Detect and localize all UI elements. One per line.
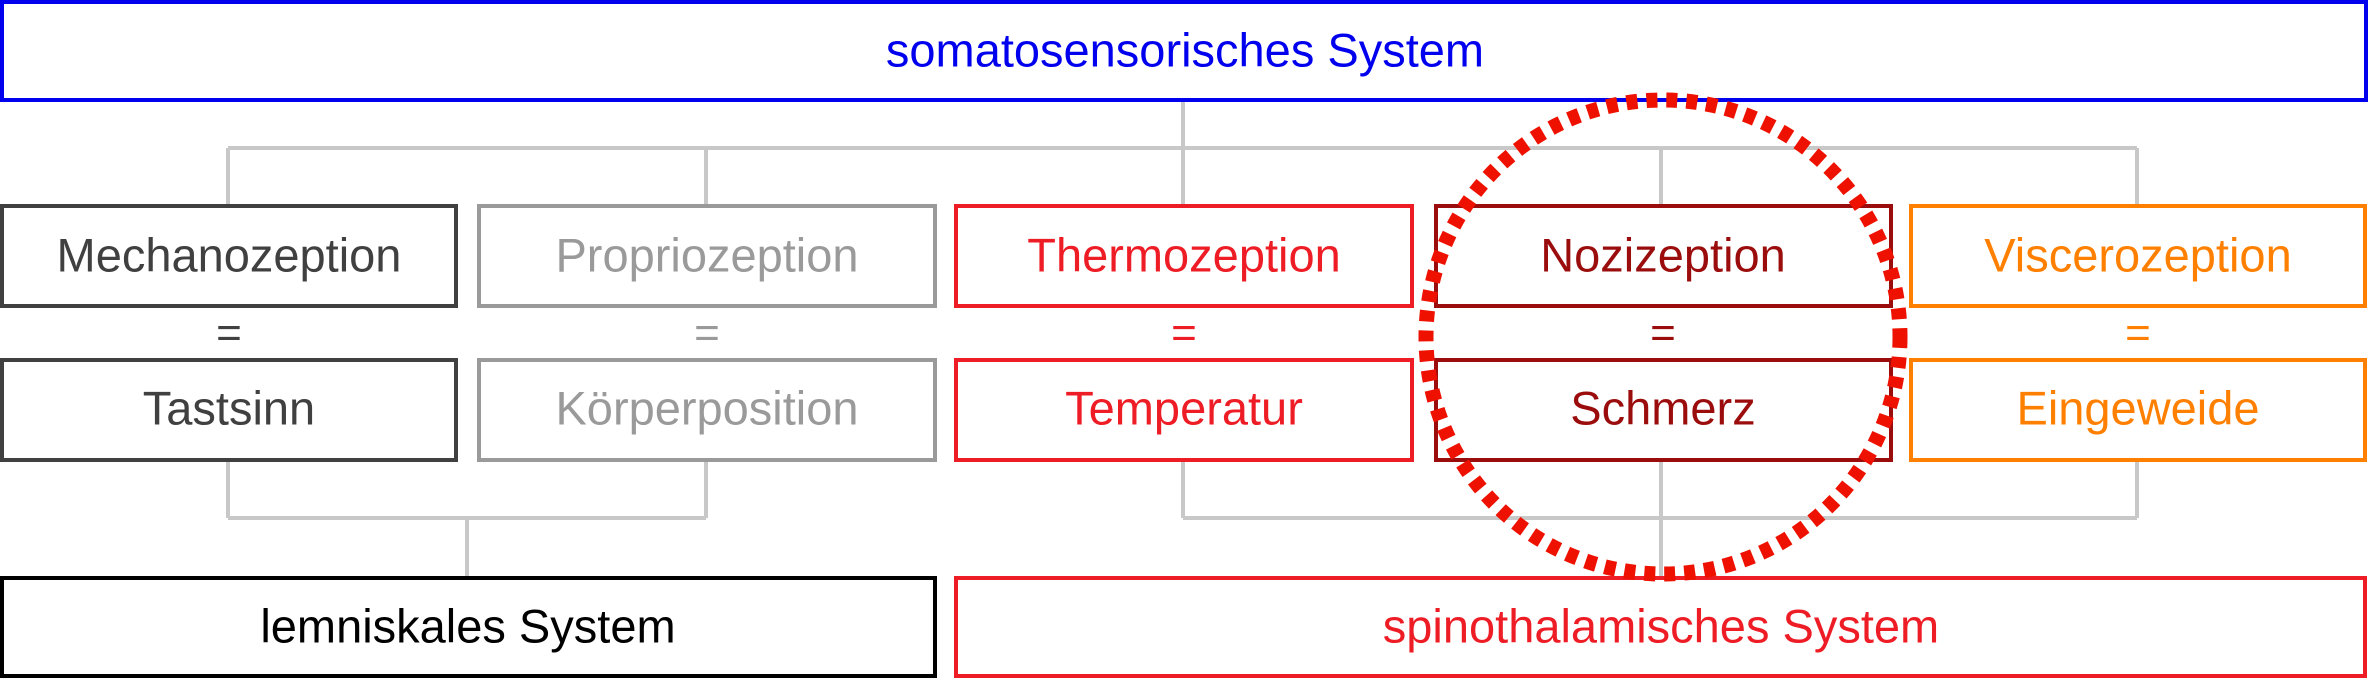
- modality-column-3: Thermozeption = Temperatur: [954, 204, 1414, 462]
- pathway-spinothalamic: spinothalamisches System: [954, 576, 2367, 678]
- equals-sign: =: [1650, 309, 1676, 358]
- modality-meaning: Temperatur: [1065, 382, 1303, 435]
- equals-sign: =: [694, 309, 720, 358]
- modality-column-2: Propriozeption = Körperposition: [477, 204, 937, 462]
- pathway-label: spinothalamisches System: [1383, 600, 1939, 653]
- root-node: somatosensorisches System: [0, 0, 2368, 102]
- modality-name: Propriozeption: [555, 229, 858, 282]
- modality-name: Mechanozeption: [57, 229, 402, 282]
- equals-sign: =: [1171, 309, 1197, 358]
- modality-name: Nozizeption: [1540, 229, 1786, 282]
- highlight-dotted-circle: [1418, 92, 1908, 582]
- modality-column-4: Nozizeption = Schmerz: [1434, 204, 1893, 462]
- modality-meaning: Schmerz: [1570, 382, 1755, 435]
- pathway-label: lemniskales System: [260, 600, 675, 653]
- modality-meaning: Tastsinn: [143, 382, 315, 435]
- modality-meaning: Eingeweide: [2016, 382, 2259, 435]
- equals-sign: =: [216, 309, 242, 358]
- connector-lines: [226, 100, 2139, 578]
- root-label: somatosensorisches System: [886, 24, 1484, 77]
- modality-column-1: Mechanozeption = Tastsinn: [0, 204, 458, 462]
- modality-column-5: Viscerozeption = Eingeweide: [1909, 204, 2367, 462]
- pathway-lemniscal: lemniskales System: [0, 576, 937, 678]
- equals-sign: =: [2125, 309, 2151, 358]
- modality-meaning: Körperposition: [555, 382, 858, 435]
- modality-name: Thermozeption: [1027, 229, 1341, 282]
- modality-name: Viscerozeption: [1984, 229, 2291, 282]
